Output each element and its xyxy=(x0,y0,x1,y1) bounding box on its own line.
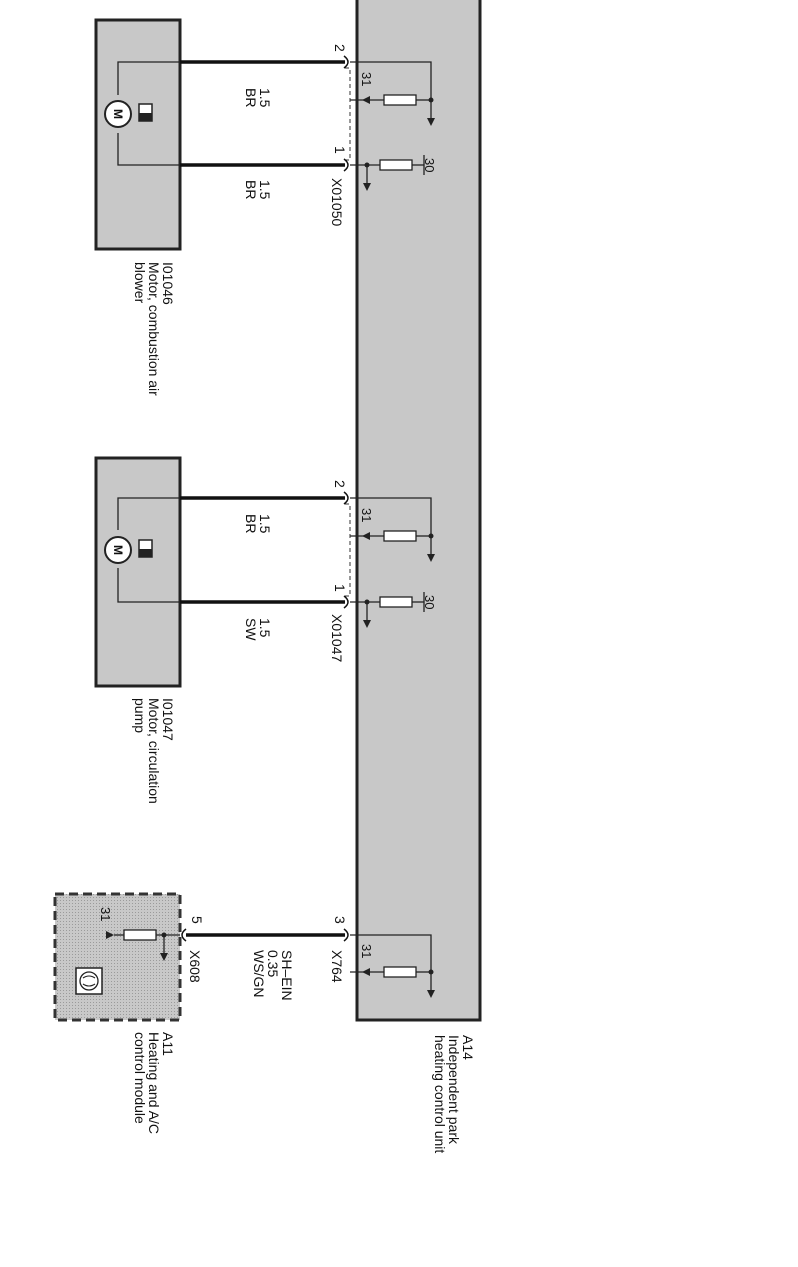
blower-motor-symbol-fill xyxy=(139,113,152,121)
terminal-ground-pump: 31 xyxy=(359,508,374,522)
blower-connector-bracket xyxy=(345,67,351,161)
blower-motor-id: I01046 xyxy=(160,262,176,305)
pump-motor-block xyxy=(94,456,182,688)
wire-pump-lower-color: SW xyxy=(243,618,259,641)
hvac-module-arrows xyxy=(106,931,168,961)
control-unit-name-2: heating control unit xyxy=(432,1035,448,1153)
wire-signal-color: WS/GN xyxy=(251,950,267,997)
control-unit-block xyxy=(355,0,482,1022)
climate-control-icon xyxy=(75,967,103,995)
wire-signal-size: 0.35 xyxy=(265,950,281,977)
hvac-module-circuit xyxy=(114,929,180,955)
control-unit-id: A14 xyxy=(460,1035,476,1060)
control-unit-junctions xyxy=(364,97,434,975)
hvac-module-name-2: control module xyxy=(132,1032,148,1124)
wire-blower-lower-size: 1.5 xyxy=(257,180,273,200)
pump-motor-id: I01047 xyxy=(160,698,176,741)
wire-pump-upper-size: 1.5 xyxy=(257,514,273,534)
pump-motor-internal-wiring xyxy=(117,497,180,603)
blower-motor-icon: M xyxy=(104,100,132,128)
blower-motor-block xyxy=(94,18,182,251)
pump-motor-letter: M xyxy=(111,545,125,555)
pin-blower-lower: 1 xyxy=(332,146,348,154)
wire-blower-lower-color: BR xyxy=(243,180,259,199)
connector-pump: X01047 xyxy=(329,614,345,662)
wire-pump-lower-size: 1.5 xyxy=(257,618,273,638)
pin-unit-signal: 3 xyxy=(332,916,348,924)
blower-motor-name-2: blower xyxy=(132,262,148,304)
hvac-module-block xyxy=(53,892,182,1022)
pin-blower-upper: 2 xyxy=(332,44,348,52)
connector-module-signal: X608 xyxy=(187,950,203,983)
connector-unit-signal: X764 xyxy=(329,950,345,983)
blower-motor-letter: M xyxy=(111,109,125,119)
wires xyxy=(180,60,345,937)
blower-motor-internal-wiring xyxy=(117,61,180,166)
pin-pump-upper: 2 xyxy=(332,480,348,488)
terminal-ground-blower: 31 xyxy=(359,72,374,86)
pin-pump-lower: 1 xyxy=(332,584,348,592)
pump-motor-symbol-fill xyxy=(139,549,152,557)
connector-blower: X01050 xyxy=(329,178,345,226)
terminal-supply-blower: 30 xyxy=(422,158,437,172)
wire-signal-name: SH–EIN xyxy=(279,950,295,1001)
pump-motor-icon: M xyxy=(104,536,132,564)
terminal-supply-pump: 30 xyxy=(422,595,437,609)
hvac-module-name-1: Heating and A/C xyxy=(146,1032,162,1134)
pump-motor-name-2: pump xyxy=(132,698,148,733)
pump-connector-bracket xyxy=(345,503,351,597)
wire-pump-upper-color: BR xyxy=(243,514,259,533)
wire-blower-upper-size: 1.5 xyxy=(257,88,273,108)
hvac-module-id: A11 xyxy=(160,1032,176,1056)
wire-blower-upper-color: BR xyxy=(243,88,259,107)
pump-motor-name-1: Motor, circulation xyxy=(146,698,162,804)
control-unit-arrows xyxy=(362,96,435,998)
control-unit-name-1: Independent park xyxy=(446,1035,462,1145)
pin-module-signal: 5 xyxy=(189,916,205,924)
blower-motor-name-1: Motor, combustion air xyxy=(146,262,162,396)
connector-terminals xyxy=(181,55,349,942)
terminal-ground-unit-signal: 31 xyxy=(359,944,374,958)
terminal-ground-module: 31 xyxy=(98,907,113,921)
